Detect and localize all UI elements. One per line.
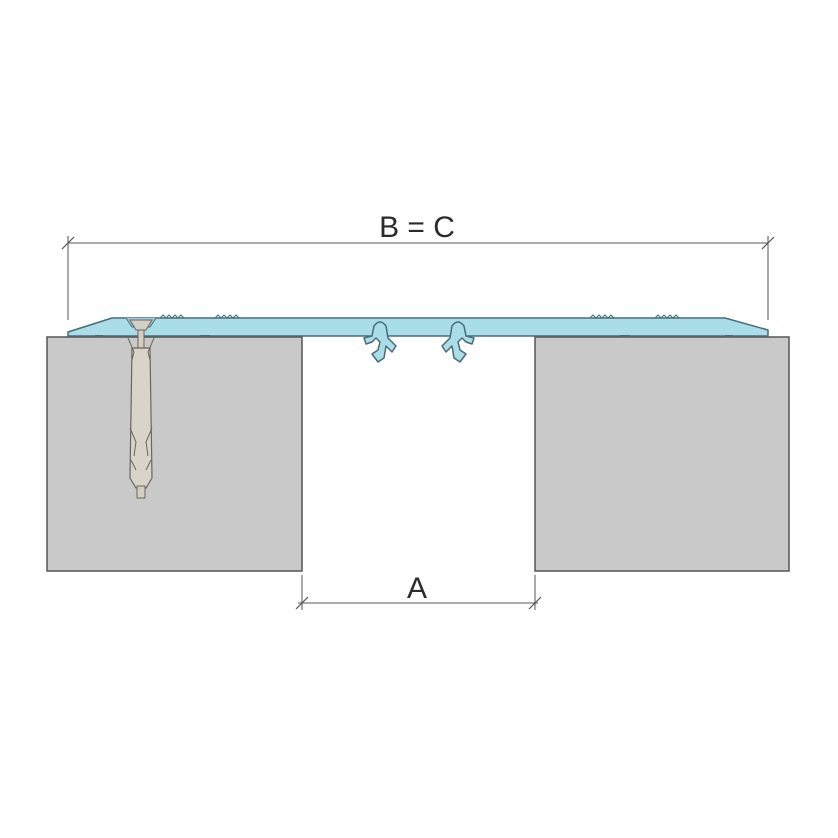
screw-head xyxy=(129,319,153,331)
dimension-b-c: B = C xyxy=(61,211,775,320)
width-label: B = C xyxy=(379,211,455,244)
center-hook-right xyxy=(441,321,475,363)
tick-gap-right xyxy=(528,596,542,610)
tick-left xyxy=(61,236,75,250)
tick-right xyxy=(761,236,775,250)
plug-ridges xyxy=(127,337,155,471)
center-hook-left xyxy=(363,321,397,363)
gap-label: A xyxy=(407,572,427,605)
left-substrate-block xyxy=(46,336,303,572)
grip-teeth-right xyxy=(589,314,680,319)
right-substrate-block xyxy=(534,336,790,572)
dimension-a: A xyxy=(295,572,542,610)
tick-gap-left xyxy=(295,596,309,610)
cover-plate xyxy=(67,317,769,337)
anchor-screw xyxy=(127,319,155,499)
screw-tip xyxy=(136,485,146,499)
grip-teeth-left xyxy=(159,314,240,319)
joint-profile xyxy=(67,314,769,363)
expansion-plug xyxy=(129,347,153,489)
